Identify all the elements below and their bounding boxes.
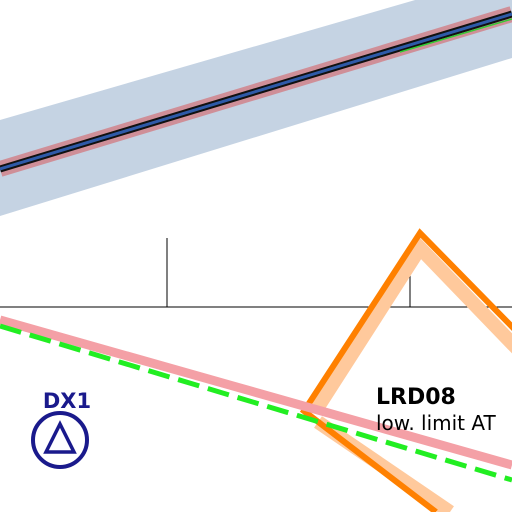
airway-thin-green-line: [399, 18, 512, 53]
waypoint-lrd08-label: LRD08: [376, 385, 456, 410]
airway-centerline: [0, 12, 512, 171]
waypoint-dx1-label: DX1: [43, 389, 91, 413]
waypoint-lrd08-subtitle: low. limit AT: [376, 411, 497, 435]
holding-pattern-outer: [299, 228, 512, 512]
waypoint-lrd08[interactable]: LRD08 low. limit AT: [376, 385, 497, 435]
holding-pattern-inner: [312, 236, 512, 411]
route-band: [0, 315, 512, 470]
waypoint-dx1[interactable]: DX1: [31, 389, 91, 469]
waypoint-triangle-icon: [43, 420, 77, 454]
route-dashed-track: [0, 323, 512, 483]
